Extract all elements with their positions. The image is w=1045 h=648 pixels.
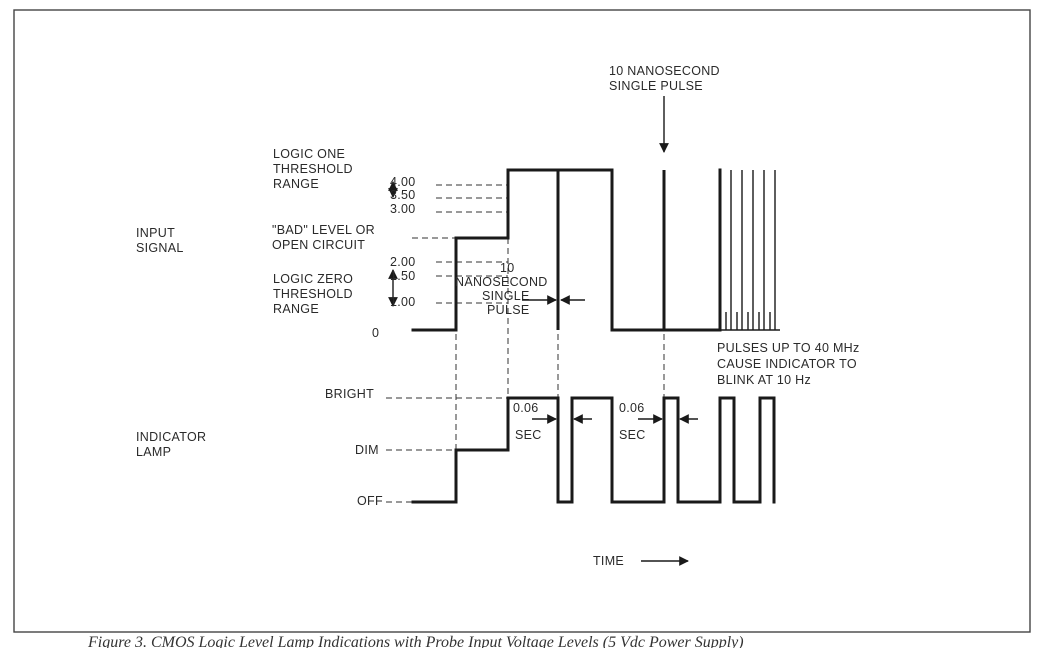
- delay-2-value: 0.06: [619, 401, 645, 415]
- figure-frame: [13, 9, 1031, 633]
- indicator-lamp-label: INDICATOR LAMP: [136, 430, 206, 459]
- mid-pulse-line3: SINGLE: [482, 289, 530, 303]
- voltage-reference-lines: [412, 184, 508, 304]
- tick-3-50: 3.50: [390, 188, 416, 202]
- pulses-note-line2: CAUSE INDICATOR TO: [717, 357, 857, 371]
- input-waveform: [411, 168, 722, 332]
- logic-zero-line2: THRESHOLD: [273, 287, 353, 301]
- pulses-note-line1: PULSES UP TO 40 MHz: [717, 341, 860, 355]
- tick-2-00: 2.00: [390, 255, 416, 269]
- pulses-note: PULSES UP TO 40 MHz CAUSE INDICATOR TO B…: [717, 341, 860, 387]
- mid-pulse-line2: NANOSECOND: [455, 275, 548, 289]
- level-dim: DIM: [355, 443, 379, 457]
- bad-level-line2: OPEN CIRCUIT: [272, 238, 365, 252]
- lamp-waveform: [411, 396, 776, 504]
- logic-zero-label: LOGIC ZERO THRESHOLD RANGE: [273, 272, 353, 316]
- tick-3-00: 3.00: [390, 202, 416, 216]
- lamp-levels: BRIGHT DIM OFF: [325, 387, 383, 508]
- tick-1-00: 1.00: [390, 295, 416, 309]
- input-signal-line2: SIGNAL: [136, 241, 184, 255]
- tick-4-00: 4.00: [390, 175, 416, 189]
- input-signal-label: INPUT SIGNAL: [136, 226, 184, 255]
- logic-one-label: LOGIC ONE THRESHOLD RANGE: [273, 147, 353, 191]
- top-pulse-label-line1: 10 NANOSECOND: [609, 64, 720, 78]
- logic-zero-line3: RANGE: [273, 302, 319, 316]
- top-pulse-label-line2: SINGLE PULSE: [609, 79, 703, 93]
- bad-level-label: "BAD" LEVEL OR OPEN CIRCUIT: [272, 223, 375, 252]
- indicator-lamp-line2: LAMP: [136, 445, 171, 459]
- time-label: TIME: [593, 554, 624, 568]
- logic-one-line3: RANGE: [273, 177, 319, 191]
- indicator-lamp-line1: INDICATOR: [136, 430, 206, 444]
- top-pulse-label: 10 NANOSECOND SINGLE PULSE: [609, 64, 720, 93]
- tick-1-50: 1.50: [390, 269, 416, 283]
- delay-annotation-1: 0.06 SEC: [513, 401, 592, 442]
- delay-annotation-2: 0.06 SEC: [619, 401, 698, 442]
- level-off: OFF: [357, 494, 383, 508]
- time-axis: TIME: [593, 554, 689, 568]
- logic-one-line1: LOGIC ONE: [273, 147, 345, 161]
- delay-2-unit: SEC: [619, 428, 646, 442]
- figure-caption: Figure 3. CMOS Logic Level Lamp Indicati…: [87, 634, 744, 648]
- pulses-note-line3: BLINK AT 10 Hz: [717, 373, 811, 387]
- delay-1-unit: SEC: [515, 428, 542, 442]
- mid-pulse-line4: PULSE: [487, 303, 530, 317]
- input-pulse-burst: [718, 168, 780, 332]
- input-signal-line1: INPUT: [136, 226, 175, 240]
- logic-one-line2: THRESHOLD: [273, 162, 353, 176]
- bad-level-line1: "BAD" LEVEL OR: [272, 223, 375, 237]
- mid-pulse-line1: 10: [500, 261, 515, 275]
- voltage-ticks: 4.00 3.50 3.00 2.00 1.50 1.00 0: [372, 175, 416, 340]
- mid-pulse-label: 10 NANOSECOND SINGLE PULSE: [455, 261, 548, 317]
- projection-lines: [455, 238, 665, 450]
- tick-0: 0: [372, 326, 379, 340]
- level-bright: BRIGHT: [325, 387, 374, 401]
- lamp-reference-lines: [386, 397, 508, 503]
- delay-1-value: 0.06: [513, 401, 539, 415]
- logic-zero-line1: LOGIC ZERO: [273, 272, 353, 286]
